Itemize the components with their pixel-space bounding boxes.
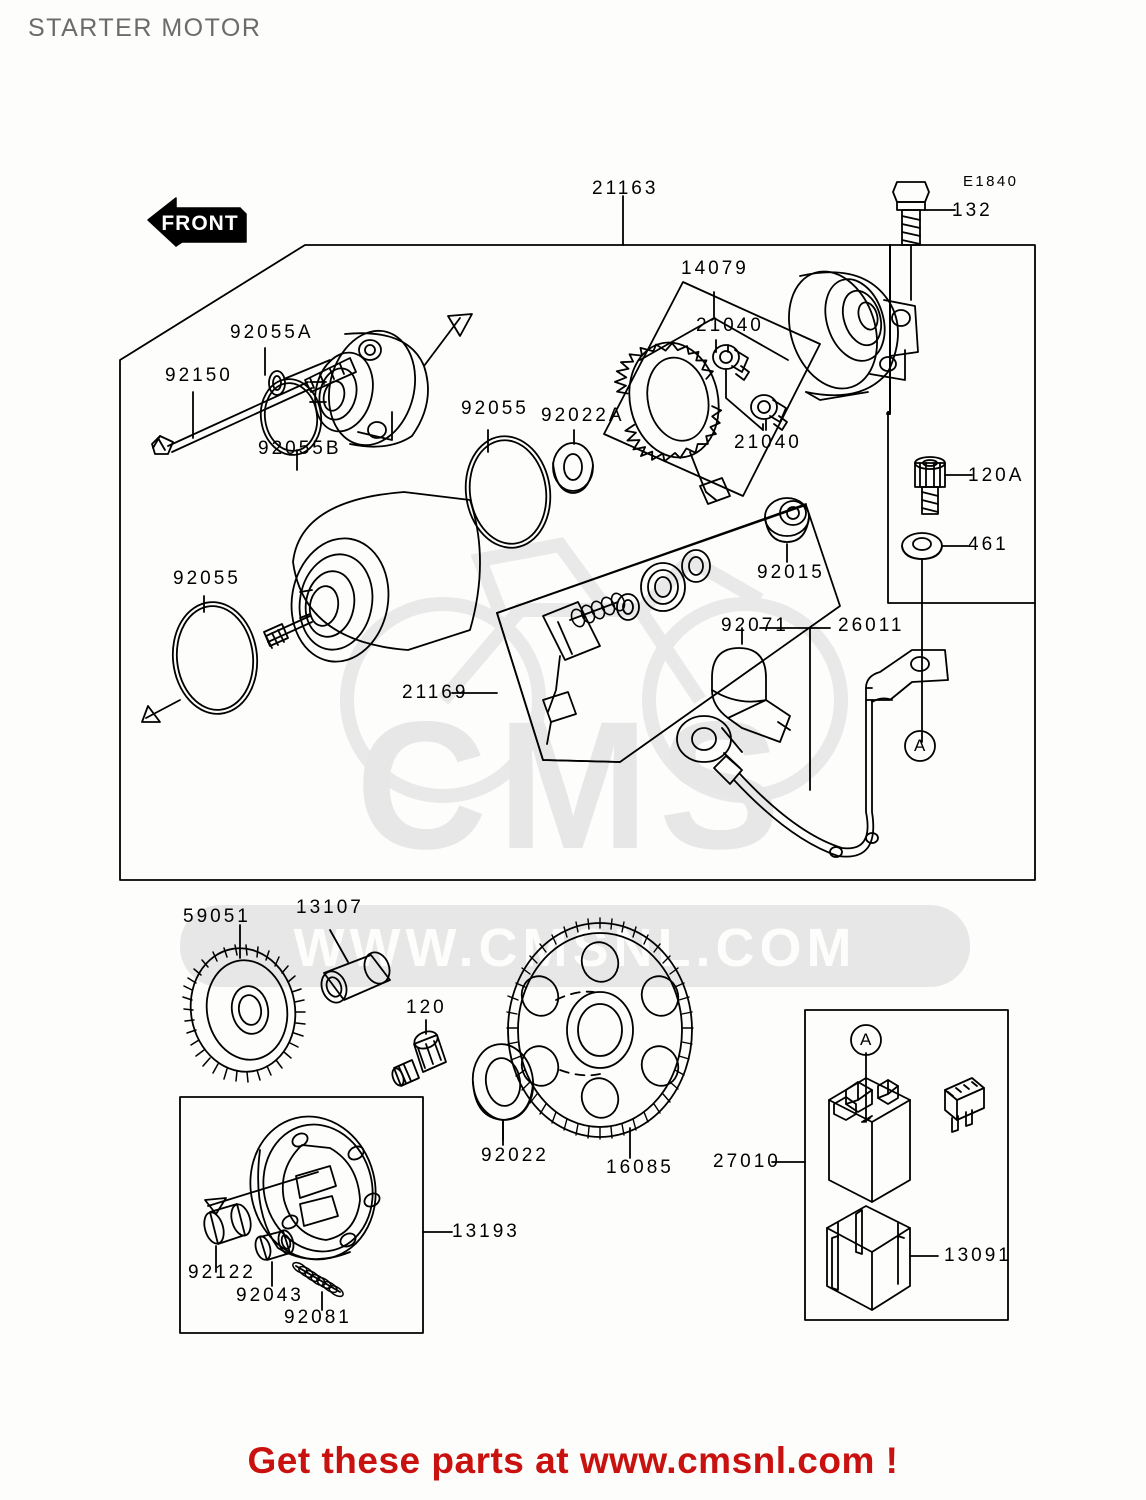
label-92081: 92081 <box>284 1307 352 1328</box>
label-13107: 13107 <box>296 897 364 918</box>
label-92055A: 92055A <box>230 322 314 343</box>
label-120: 120 <box>406 997 447 1018</box>
label-14079: 14079 <box>681 258 749 279</box>
marker-A-main <box>904 730 936 762</box>
label-21040-upper: 21040 <box>696 315 764 336</box>
callout-line-13107 <box>329 929 349 963</box>
footer-promo-text: Get these parts at www.cmsnl.com ! <box>247 1440 899 1481</box>
label-92055B: 92055B <box>258 438 342 459</box>
label-92122: 92122 <box>188 1262 256 1283</box>
part-92055-mid-oring <box>464 435 552 549</box>
front-arrow-icon: FRONT <box>147 197 247 247</box>
label-461: 461 <box>968 534 1009 555</box>
callout-lines-14079 <box>715 339 764 431</box>
part-92043-pin <box>254 1229 295 1287</box>
label-13091: 13091 <box>944 1245 1012 1266</box>
label-92022A: 92022A <box>541 405 625 426</box>
label-27010: 27010 <box>713 1151 781 1172</box>
label-diagram-code: E1840 <box>963 173 1019 190</box>
label-13193: 13193 <box>452 1221 520 1242</box>
callout-14079-stem <box>639 291 789 361</box>
part-92150-through-bolt <box>151 357 357 455</box>
label-92055-mid: 92055 <box>461 398 529 419</box>
part-13091-relay-holder <box>826 1205 911 1311</box>
label-26011: 26011 <box>838 615 905 636</box>
label-21040-lower: 21040 <box>734 432 802 453</box>
part-armature <box>263 491 481 663</box>
part-14079-brush-holder <box>614 341 731 505</box>
page-title: STARTER MOTOR <box>28 14 262 42</box>
part-92122-roller <box>203 1203 252 1273</box>
label-92022: 92022 <box>481 1145 549 1166</box>
part-92071-boot <box>711 647 791 743</box>
part-fuse <box>944 1077 985 1133</box>
part-59051-idle-gear <box>182 944 306 1083</box>
part-120A-bolt <box>914 456 946 515</box>
part-motor-end-cover <box>788 270 919 401</box>
label-marker-A-main: A <box>914 736 926 755</box>
label-marker-A-relay: A <box>860 1030 872 1049</box>
svg-text:FRONT: FRONT <box>161 212 238 235</box>
label-21169: 21169 <box>402 682 469 703</box>
label-16085: 16085 <box>606 1157 674 1178</box>
part-13193-clutch <box>204 1115 381 1261</box>
part-13193-frame <box>179 1096 424 1334</box>
part-21040-brush-lower <box>750 394 788 431</box>
part-13107-collar <box>320 951 391 1004</box>
label-92055-left: 92055 <box>173 568 241 589</box>
label-92150: 92150 <box>165 365 233 386</box>
part-16085-clutch-gear <box>506 917 694 1140</box>
part-120-bolt <box>391 1030 447 1087</box>
label-21163: 21163 <box>592 178 659 199</box>
part-21040-brush-upper <box>712 344 750 381</box>
part-461-washer <box>901 532 943 743</box>
part-92015-nut <box>764 497 810 543</box>
part-27010-frame <box>804 1009 1009 1321</box>
part-21169-brushes <box>542 549 711 745</box>
part-21169-frame <box>496 503 841 763</box>
label-132: 132 <box>952 200 993 221</box>
part-132-bolt <box>892 181 930 301</box>
part-motor-front-housing <box>309 313 473 448</box>
label-92071: 92071 <box>721 615 789 636</box>
label-92043: 92043 <box>236 1285 304 1306</box>
label-120A: 120A <box>968 465 1025 486</box>
part-92055-left-oring <box>141 601 259 723</box>
main-assembly-frame <box>119 244 1036 881</box>
label-92015: 92015 <box>757 562 825 583</box>
part-92055A-oring <box>268 359 331 396</box>
part-27010-relay <box>828 1052 911 1203</box>
part-26011-cable <box>676 649 949 858</box>
frame-lines <box>886 244 1036 604</box>
label-59051: 59051 <box>183 906 251 927</box>
part-92081-spring <box>292 1261 344 1311</box>
part-92022A-washer <box>552 442 594 494</box>
